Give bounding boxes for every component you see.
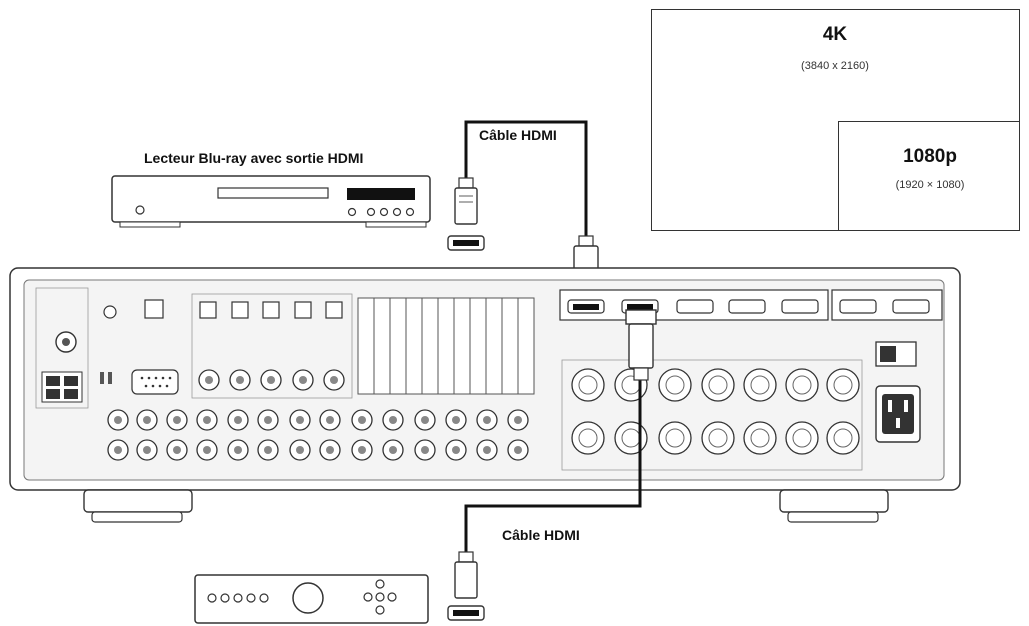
- resolution-1080p-box: [838, 121, 1020, 231]
- cable-label-bottom: Câble HDMI: [502, 527, 580, 543]
- resolution-4k-box: [651, 9, 1020, 231]
- resolution-4k-size: (3840 x 2160): [801, 60, 869, 72]
- bluray-player: [111, 175, 431, 228]
- resolution-1080p-name: 1080p: [903, 146, 957, 167]
- display-device: [194, 574, 429, 624]
- hdmi-cable-bottom: [447, 309, 657, 621]
- cable-label-top: Câble HDMI: [479, 127, 557, 143]
- resolution-4k-name: 4K: [822, 24, 848, 45]
- bluray-player-label: Lecteur Blu-ray avec sortie HDMI: [144, 150, 364, 166]
- resolution-1080p-size: (1920 × 1080): [895, 179, 965, 191]
- av-receiver: [9, 267, 961, 523]
